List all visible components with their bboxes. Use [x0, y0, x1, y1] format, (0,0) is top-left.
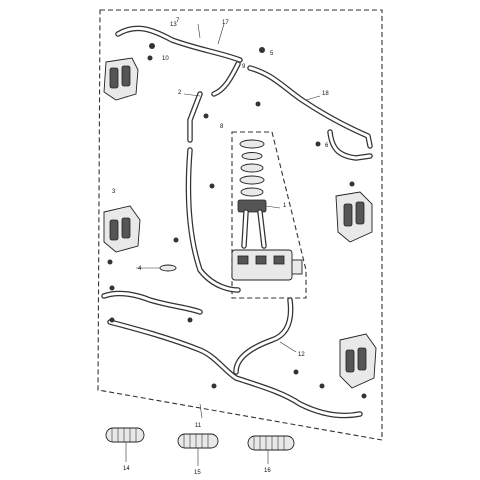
brake-caliper-rear-left [103, 205, 141, 253]
callout-8: 8 [220, 124, 224, 130]
fasteners [107, 43, 367, 399]
brake-caliper-rear-right [339, 333, 377, 389]
leader-lines [125, 23, 321, 466]
callout-1: 1 [283, 203, 287, 209]
hose-sleeve-16 [247, 435, 295, 451]
callout-13: 13 [170, 22, 177, 28]
brake-caliper-front-right [335, 191, 373, 243]
callout-10: 10 [162, 56, 169, 62]
callout-6: 6 [325, 143, 329, 149]
brake-caliper-front-left [103, 57, 139, 101]
callout-12: 12 [298, 352, 305, 358]
callout-14: 14 [123, 466, 130, 472]
callout-7: 7 [176, 18, 180, 24]
callout-5: 5 [270, 51, 274, 57]
callout-2: 2 [178, 90, 182, 96]
hydraulic-unit [231, 139, 303, 281]
callout-15: 15 [194, 470, 201, 476]
callout-18: 18 [322, 91, 329, 97]
assembly-boundary [97, 9, 383, 441]
hose-sleeve-14 [105, 427, 145, 443]
callout-labels: 1 2 3 4 5 6 7 8 9 10 11 12 13 14 15 16 1… [112, 18, 329, 476]
hydraulic-unit-boundary [231, 131, 307, 299]
callout-3: 3 [112, 189, 116, 195]
callout-11: 11 [195, 423, 202, 429]
hose-sleeve-15 [177, 433, 219, 449]
brake-lines [101, 25, 373, 419]
callout-17: 17 [222, 20, 229, 26]
callout-4: 4 [138, 266, 142, 272]
callout-9: 9 [242, 64, 246, 70]
callout-16: 16 [264, 468, 271, 474]
